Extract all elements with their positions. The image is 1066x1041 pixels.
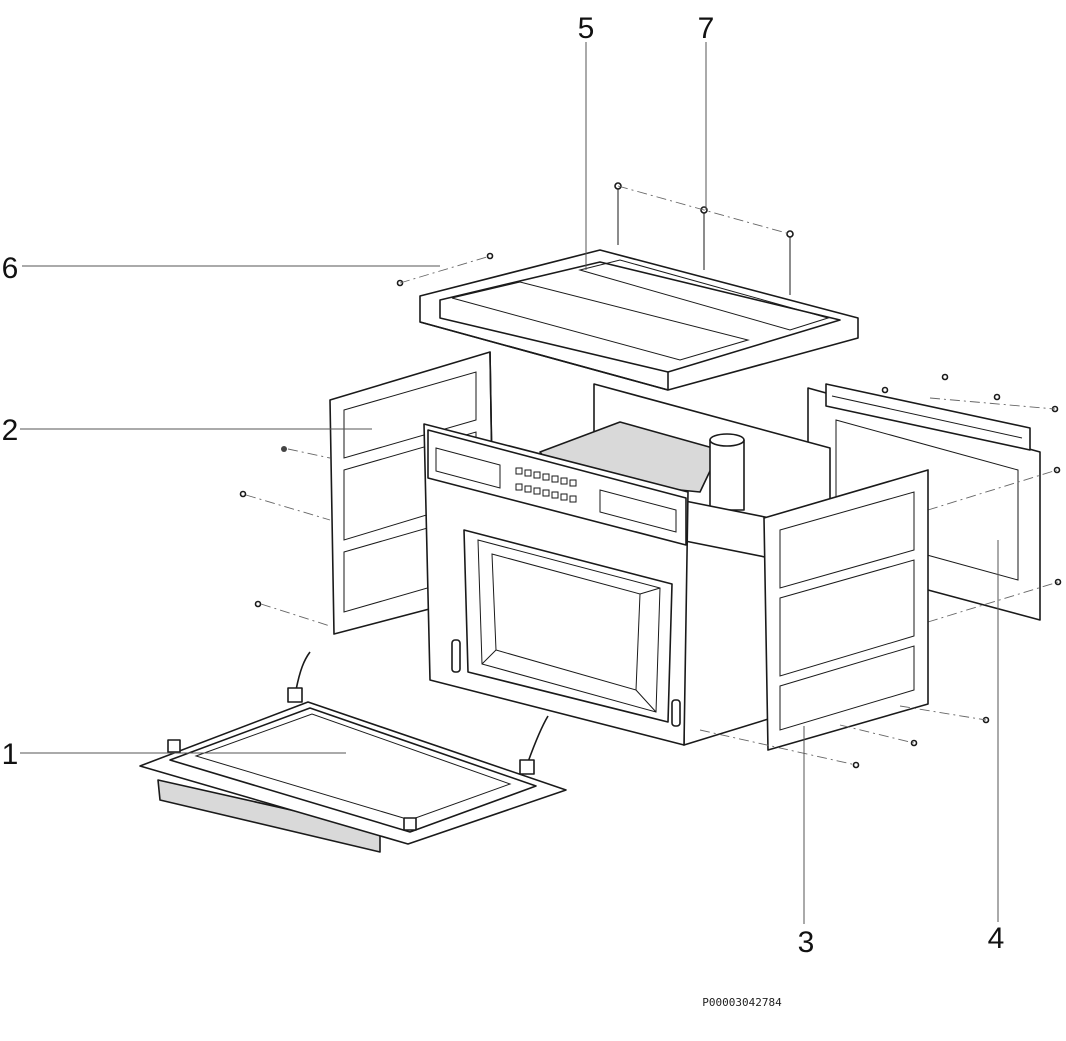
document-id: P00003042784 [702, 996, 782, 1009]
callout-5: 5 [578, 12, 595, 45]
control-keypad [515, 467, 577, 503]
rear-panel-screws [881, 373, 1062, 623]
callout-6: 6 [2, 252, 19, 285]
left-panel-screws [239, 446, 331, 627]
callout-1: 1 [2, 738, 19, 771]
leader-lines [20, 42, 999, 924]
callout-7: 7 [698, 12, 715, 45]
callout-3: 3 [798, 926, 815, 959]
callout-4: 4 [988, 922, 1005, 955]
oven-cavity-body [423, 383, 831, 746]
callout-2: 2 [2, 414, 19, 447]
right-side-panel [763, 469, 929, 751]
top-cover-panel [419, 249, 859, 391]
top-screws [396, 182, 794, 295]
right-panel-screws [699, 705, 990, 769]
oven-door [139, 651, 567, 853]
